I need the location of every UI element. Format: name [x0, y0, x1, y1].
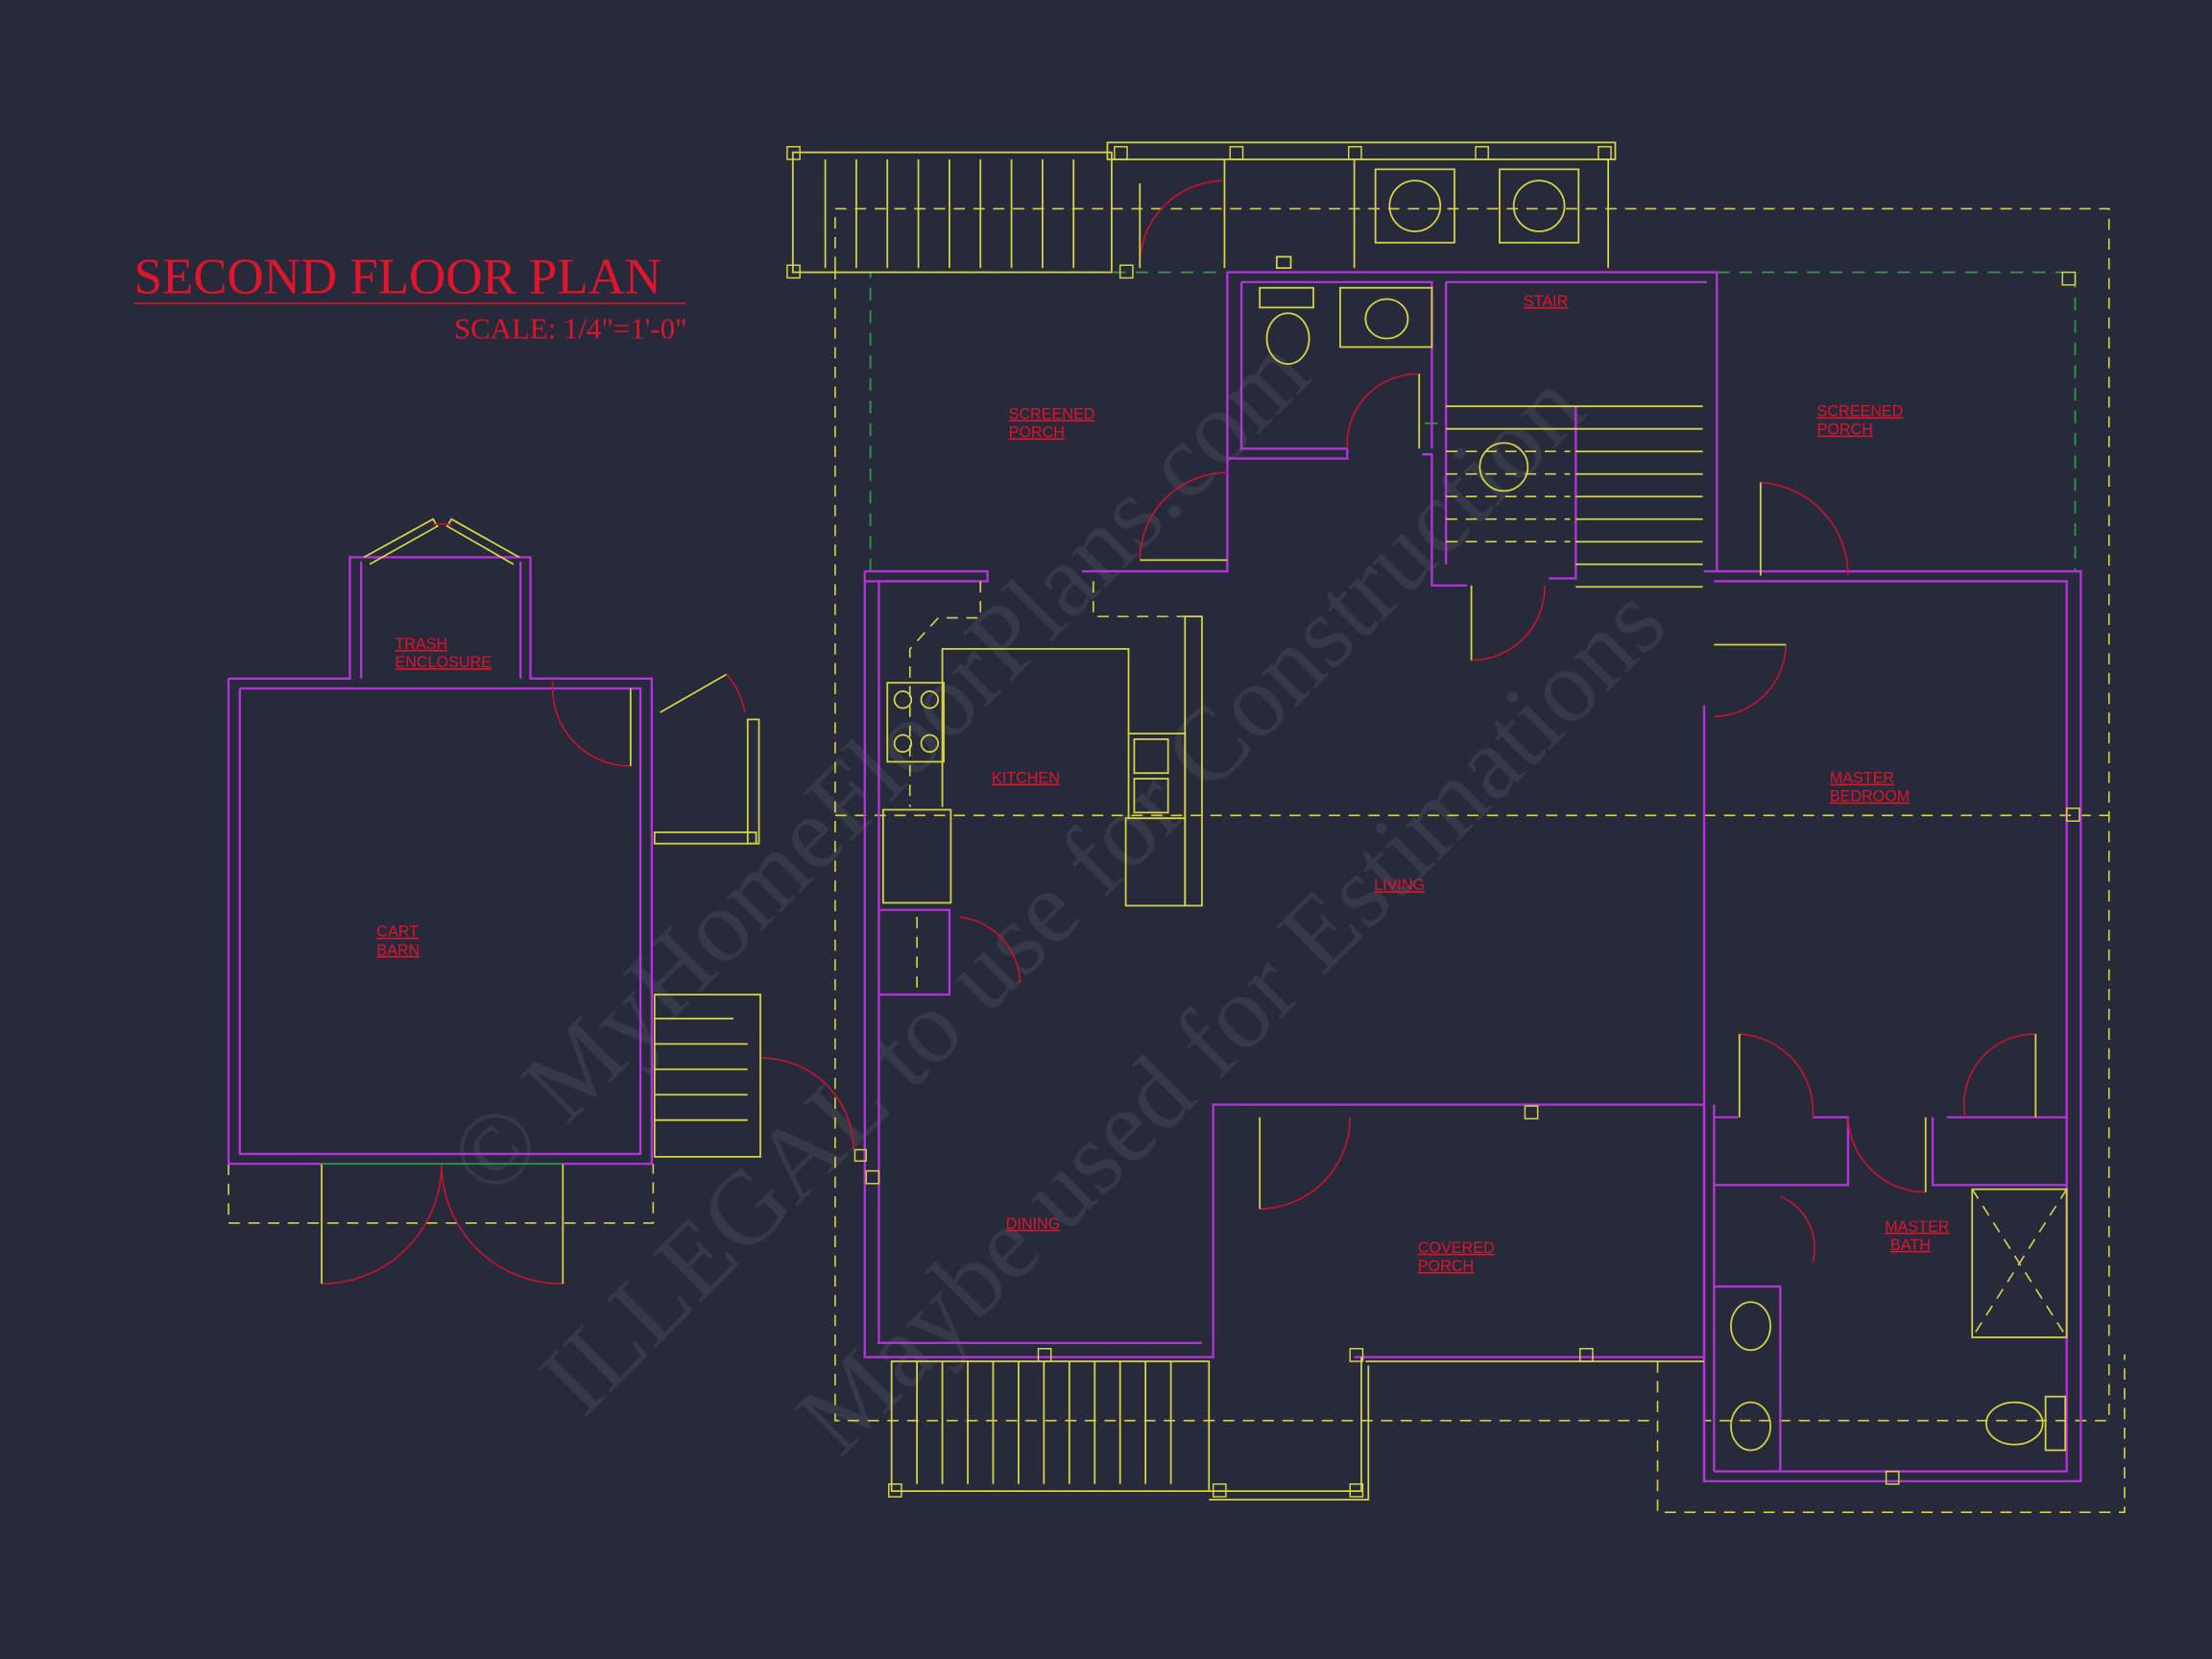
range-icon	[886, 682, 945, 763]
door-swings	[321, 471, 2037, 1285]
deck-door-swing	[1139, 180, 1222, 269]
label-screened-porch-left-2: PORCH	[1009, 424, 1065, 442]
sink-icon	[1730, 1401, 1771, 1452]
refrigerator-icon	[881, 808, 952, 904]
deck-stair-treads	[824, 159, 1075, 269]
top-deck	[791, 141, 1617, 274]
label-master-bedroom-2: BEDROOM	[1830, 788, 1910, 805]
powder-fixtures	[1259, 255, 1433, 449]
interior-stair	[1446, 405, 1703, 589]
toilet-icon	[1985, 1401, 2044, 1446]
label-dining: DINING	[1006, 1215, 1061, 1233]
plan-scale: SCALE: 1/4"=1'-0"	[454, 313, 687, 346]
label-covered-porch-2: PORCH	[1418, 1258, 1474, 1275]
label-master-bath-2: BATH	[1890, 1237, 1931, 1254]
label-living: LIVING	[1374, 877, 1425, 894]
sink-icon	[1364, 298, 1409, 340]
label-cart-barn-2: BARN	[376, 942, 420, 959]
barn-stairs	[653, 673, 761, 1158]
label-screened-porch-left: SCREENED	[1009, 405, 1095, 422]
label-master-bedroom: MASTER	[1830, 770, 1894, 787]
label-screened-porch-right-2: PORCH	[1817, 421, 1873, 439]
ac-units	[1374, 168, 1580, 244]
label-stair: STAIR	[1524, 293, 1568, 310]
label-kitchen: KITCHEN	[992, 770, 1060, 787]
label-master-bath: MASTER	[1885, 1218, 1949, 1236]
watermark: © MyHomeFloorPlans.com ILLEGAL to use fo…	[425, 313, 1687, 1476]
label-covered-porch: COVERED	[1418, 1239, 1495, 1257]
label-screened-porch-right: SCREENED	[1817, 402, 1904, 420]
sink-icon	[1730, 1301, 1771, 1352]
kitchen-fixtures	[881, 581, 1203, 995]
label-trash-enclosure-2: ENCLOSURE	[395, 654, 492, 671]
toilet-icon	[1265, 312, 1310, 365]
label-trash-enclosure: TRASH	[395, 636, 447, 653]
shower-icon	[1971, 1188, 2068, 1338]
label-cart-barn: CART	[376, 924, 419, 941]
roof-outline	[228, 207, 2126, 1513]
front-stair	[890, 1357, 1705, 1501]
plan-title: SECOND FLOOR PLAN	[134, 250, 661, 305]
room-labels: SCREENED PORCH STAIR SCREENED PORCH TRAS…	[376, 293, 1949, 1275]
bath-fixtures	[1730, 1188, 2068, 1452]
